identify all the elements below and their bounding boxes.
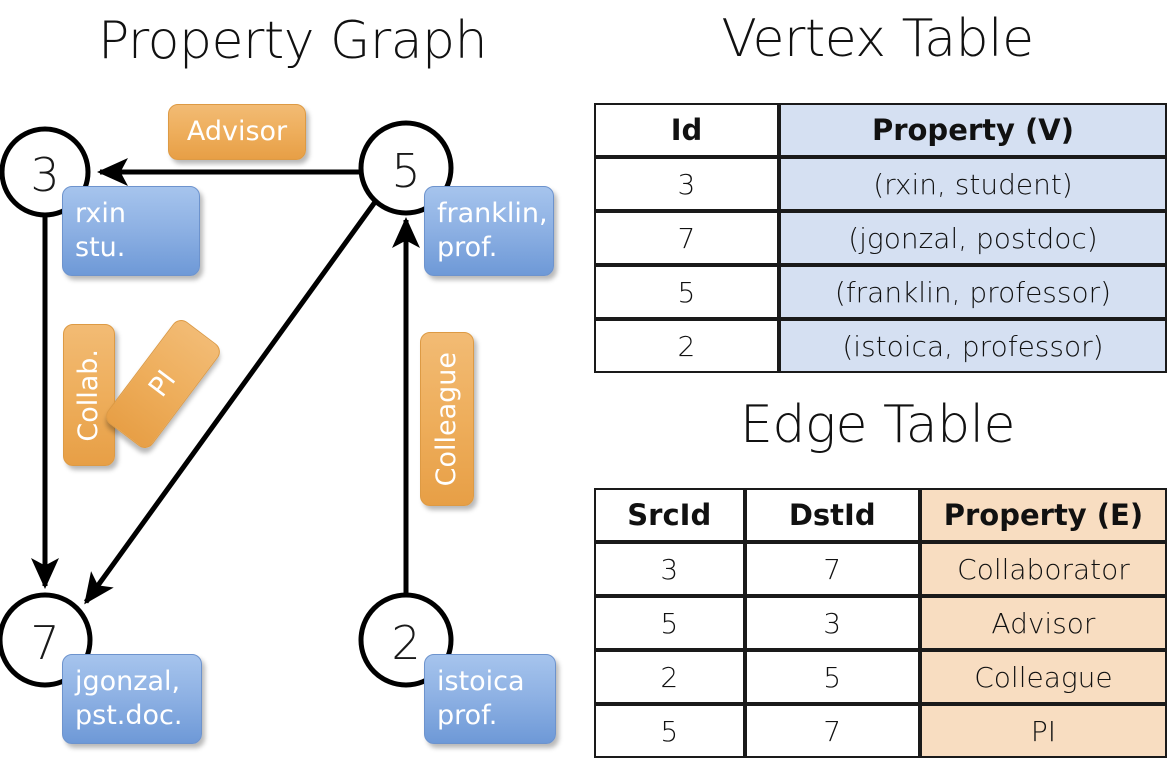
edge-5-to-7-pi [83, 200, 378, 605]
page-title-edge-table: Edge Table [739, 395, 1016, 455]
cell-srcid: 5 [594, 704, 745, 758]
cell-dstid: 7 [744, 542, 920, 596]
edge-chip-label: Advisor [186, 116, 288, 147]
cell-dstid: 7 [744, 704, 920, 758]
property-graph-diagram: 3 5 7 2 rxin stu. franklin, prof. [0, 104, 556, 744]
cell-property: PI [919, 704, 1167, 758]
table-row: 7 (jgonzal, postdoc) [594, 211, 1167, 265]
column-header-property-e: Property (E) [919, 488, 1167, 542]
edge-chip-label: Colleague [431, 351, 462, 487]
edge-chip-label: Collab. [73, 348, 104, 442]
cell-id: 7 [594, 211, 779, 265]
chip-line-1: jgonzal, [75, 666, 181, 697]
cell-property: Collaborator [919, 542, 1167, 596]
page-title-property-graph: Property Graph [97, 11, 488, 71]
vertex-circle-label-7: 7 [30, 616, 59, 670]
vertex-property-chip-3: rxin stu. [62, 186, 200, 276]
table-header-row: SrcId DstId Property (E) [594, 488, 1167, 542]
cell-property: (rxin, student) [778, 157, 1167, 211]
column-header-dstid: DstId [744, 488, 920, 542]
chip-line-1: istoica [437, 666, 525, 697]
cell-id: 3 [594, 157, 779, 211]
chip-line-2: stu. [75, 232, 126, 263]
cell-id: 2 [594, 319, 779, 373]
table-row: 3 7 Collaborator [594, 542, 1167, 596]
cell-property: Colleague [919, 650, 1167, 704]
edge-property-chip-collab: Collab. [63, 324, 115, 466]
chip-line-1: franklin, [437, 198, 548, 229]
cell-srcid: 3 [594, 542, 745, 596]
page-title-vertex-table: Vertex Table [721, 9, 1034, 69]
vertex-property-chip-5: franklin, prof. [424, 186, 554, 276]
vertex-table: Id Property (V) 3 (rxin, student) 7 (jgo… [594, 103, 1167, 373]
vertex-property-chip-2: istoica prof. [424, 654, 556, 744]
cell-id: 5 [594, 265, 779, 319]
edge-table: SrcId DstId Property (E) 3 7 Collaborato… [594, 488, 1167, 758]
cell-property: (jgonzal, postdoc) [778, 211, 1167, 265]
cell-property: Advisor [919, 596, 1167, 650]
chip-line-2: prof. [437, 232, 498, 263]
chip-line-1: rxin [75, 198, 126, 229]
table-row: 2 5 Colleague [594, 650, 1167, 704]
table-row: 3 (rxin, student) [594, 157, 1167, 211]
chip-line-2: pst.doc. [75, 700, 183, 731]
column-header-property-v: Property (V) [778, 103, 1167, 157]
cell-srcid: 2 [594, 650, 745, 704]
column-header-id: Id [594, 103, 779, 157]
edge-chip-label: PI [142, 364, 183, 403]
column-header-srcid: SrcId [594, 488, 745, 542]
cell-dstid: 5 [744, 650, 920, 704]
vertex-circle-label-5: 5 [391, 144, 420, 198]
table-row: 2 (istoica, professor) [594, 319, 1167, 373]
cell-dstid: 3 [744, 596, 920, 650]
table-row: 5 3 Advisor [594, 596, 1167, 650]
vertex-circle-label-2: 2 [391, 616, 420, 670]
table-row: 5 7 PI [594, 704, 1167, 758]
table-row: 5 (franklin, professor) [594, 265, 1167, 319]
vertex-property-chip-7: jgonzal, pst.doc. [62, 654, 202, 744]
table-header-row: Id Property (V) [594, 103, 1167, 157]
cell-property: (franklin, professor) [778, 265, 1167, 319]
edge-property-chip-advisor: Advisor [168, 104, 306, 160]
vertex-circle-label-3: 3 [30, 148, 59, 202]
cell-property: (istoica, professor) [778, 319, 1167, 373]
chip-line-2: prof. [437, 700, 498, 731]
edge-property-chip-colleague: Colleague [420, 332, 474, 506]
cell-srcid: 5 [594, 596, 745, 650]
